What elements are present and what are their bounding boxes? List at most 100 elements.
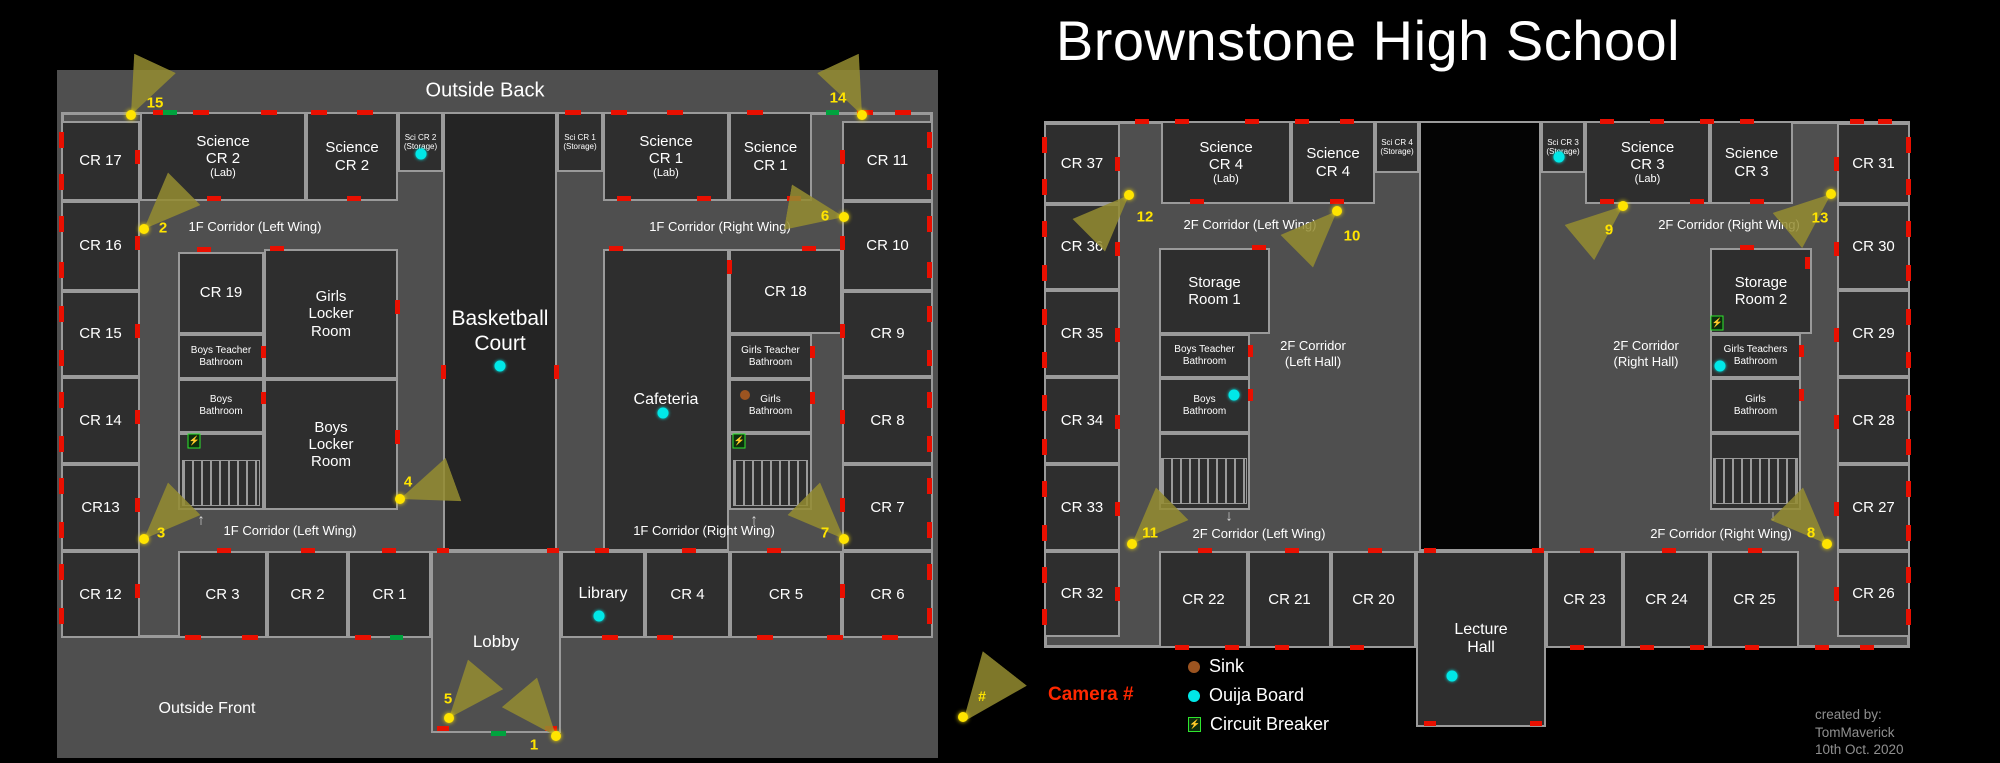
area-label: Outside Front xyxy=(158,700,256,717)
door-marker-red xyxy=(301,548,315,553)
door-marker-red xyxy=(565,110,581,115)
stairs xyxy=(1713,458,1798,504)
room-cr-37: CR 37 xyxy=(1044,123,1120,204)
camera-dot-14 xyxy=(857,110,867,120)
room-label: CR 29 xyxy=(1852,324,1895,342)
door-marker-red xyxy=(1906,265,1911,281)
room-storage-room-2: Storage Room 2 xyxy=(1710,248,1812,334)
circuit-breaker-marker: ⚡ xyxy=(187,433,201,449)
door-marker-red xyxy=(1640,645,1654,650)
door-marker-red xyxy=(1115,328,1120,342)
camera-dot-1 xyxy=(551,731,561,741)
room-girls-bathroom: Girls Bathroom xyxy=(1710,378,1801,433)
ouija-board-marker xyxy=(657,407,669,419)
camera-number-1: 1 xyxy=(529,736,539,754)
room-cr13: CR13 xyxy=(61,464,140,551)
door-marker-red xyxy=(1750,199,1764,204)
door-marker-red xyxy=(1115,157,1120,171)
door-marker-red xyxy=(840,324,845,338)
room-basketball-court: Basketball Court xyxy=(443,112,557,551)
legend-item-label: Ouija Board xyxy=(1209,685,1305,705)
door-marker-red xyxy=(1042,265,1047,281)
room-label: CR 37 xyxy=(1060,154,1104,172)
door-marker-red xyxy=(657,635,673,640)
area-label: 2F Corridor (Left Hall) xyxy=(1280,337,1346,369)
door-marker-red xyxy=(311,110,327,115)
door-marker-red xyxy=(1700,119,1714,124)
room-label: Library xyxy=(578,585,628,603)
legend-item-circuit-breaker: ⚡ Circuit Breaker xyxy=(1188,714,1329,735)
stairs-arrow: ↑ xyxy=(197,511,205,529)
ouija-board-marker xyxy=(1714,360,1726,372)
room-sublabel: (Lab) xyxy=(1634,173,1661,186)
door-marker-red xyxy=(59,306,64,322)
room-label: Girls Locker Room xyxy=(308,288,354,340)
circuit-breaker-marker: ⚡ xyxy=(732,433,746,449)
room-label: Storage Room 1 xyxy=(1188,273,1241,308)
room-label: CR 32 xyxy=(1060,585,1104,603)
door-marker-red xyxy=(1252,245,1266,250)
room-sci-cr-3-storage: Sci CR 3 (Storage) xyxy=(1541,121,1585,173)
camera-legend-label: Camera # xyxy=(1048,684,1134,705)
door-marker-red xyxy=(1285,548,1299,553)
door-marker-red xyxy=(197,247,211,252)
camera-number-6: 6 xyxy=(820,207,830,225)
room-label: CR 10 xyxy=(866,237,909,255)
room-cr-27: CR 27 xyxy=(1837,464,1910,551)
room-label: CR 19 xyxy=(199,284,243,302)
door-marker-red xyxy=(927,132,932,148)
room-label: Girls Teacher Bathroom xyxy=(741,344,800,368)
door-marker-red xyxy=(1906,609,1911,625)
door-marker-red xyxy=(153,110,169,115)
door-marker-red xyxy=(1600,199,1614,204)
camera-dot-10 xyxy=(1332,206,1342,216)
camera-number-9: 9 xyxy=(1604,221,1614,239)
room-science-cr-3: Science CR 3 xyxy=(1710,121,1793,204)
door-marker-red xyxy=(840,150,845,164)
door-marker-red xyxy=(767,548,781,553)
door-marker-red xyxy=(1799,389,1804,401)
room-boys-teacher-bathroom: Boys Teacher Bathroom xyxy=(178,334,264,379)
door-marker-red xyxy=(1906,179,1911,195)
door-marker-red xyxy=(1805,257,1810,269)
door-marker-red xyxy=(1600,119,1614,124)
room-cr-14: CR 14 xyxy=(61,377,140,464)
door-marker-red xyxy=(59,132,64,148)
room-boys-locker-room: Boys Locker Room xyxy=(264,379,398,510)
stairs xyxy=(182,460,260,506)
camera-number-5: 5 xyxy=(443,690,453,708)
room-label: Science CR 3 xyxy=(1724,145,1779,180)
credits-line: TomMaverick xyxy=(1815,724,1895,740)
camera-number-8: 8 xyxy=(1806,524,1816,542)
door-marker-red xyxy=(1906,352,1911,368)
door-marker-red xyxy=(1906,137,1911,153)
door-marker-red xyxy=(1532,548,1544,553)
ouija-board-icon xyxy=(1188,689,1200,702)
room-label: Science CR 4 xyxy=(1306,145,1360,180)
door-marker-red xyxy=(927,522,932,538)
door-marker-red xyxy=(261,392,266,404)
room-boys-bathroom: Boys Bathroom xyxy=(178,379,264,433)
room-label: CR 11 xyxy=(866,152,909,170)
room-label: CR 2 xyxy=(290,585,325,603)
ouija-board-marker xyxy=(1553,151,1565,163)
door-marker-red xyxy=(1115,242,1120,256)
area-label: 2F Corridor (Right Wing) xyxy=(1650,525,1792,541)
door-marker-red xyxy=(59,478,64,494)
door-marker-red xyxy=(1650,119,1664,124)
door-marker-red xyxy=(667,110,683,115)
room-cr-26: CR 26 xyxy=(1837,551,1910,637)
camera-dot-2 xyxy=(139,224,149,234)
area-label: 1F Corridor (Right Wing) xyxy=(633,522,775,538)
door-marker-red xyxy=(1834,242,1839,256)
room-science-cr-1: Science CR 1(Lab) xyxy=(603,112,729,201)
camera-dot-5 xyxy=(444,713,454,723)
door-marker-red xyxy=(1748,548,1762,553)
room-label: CR 17 xyxy=(79,152,122,170)
ouija-board-marker xyxy=(494,360,506,372)
room-label: Girls Bathroom xyxy=(1733,393,1778,417)
door-marker-red xyxy=(135,584,140,598)
room-cr-20: CR 20 xyxy=(1331,551,1416,648)
sink-marker xyxy=(740,390,750,400)
stairs xyxy=(1161,458,1247,504)
